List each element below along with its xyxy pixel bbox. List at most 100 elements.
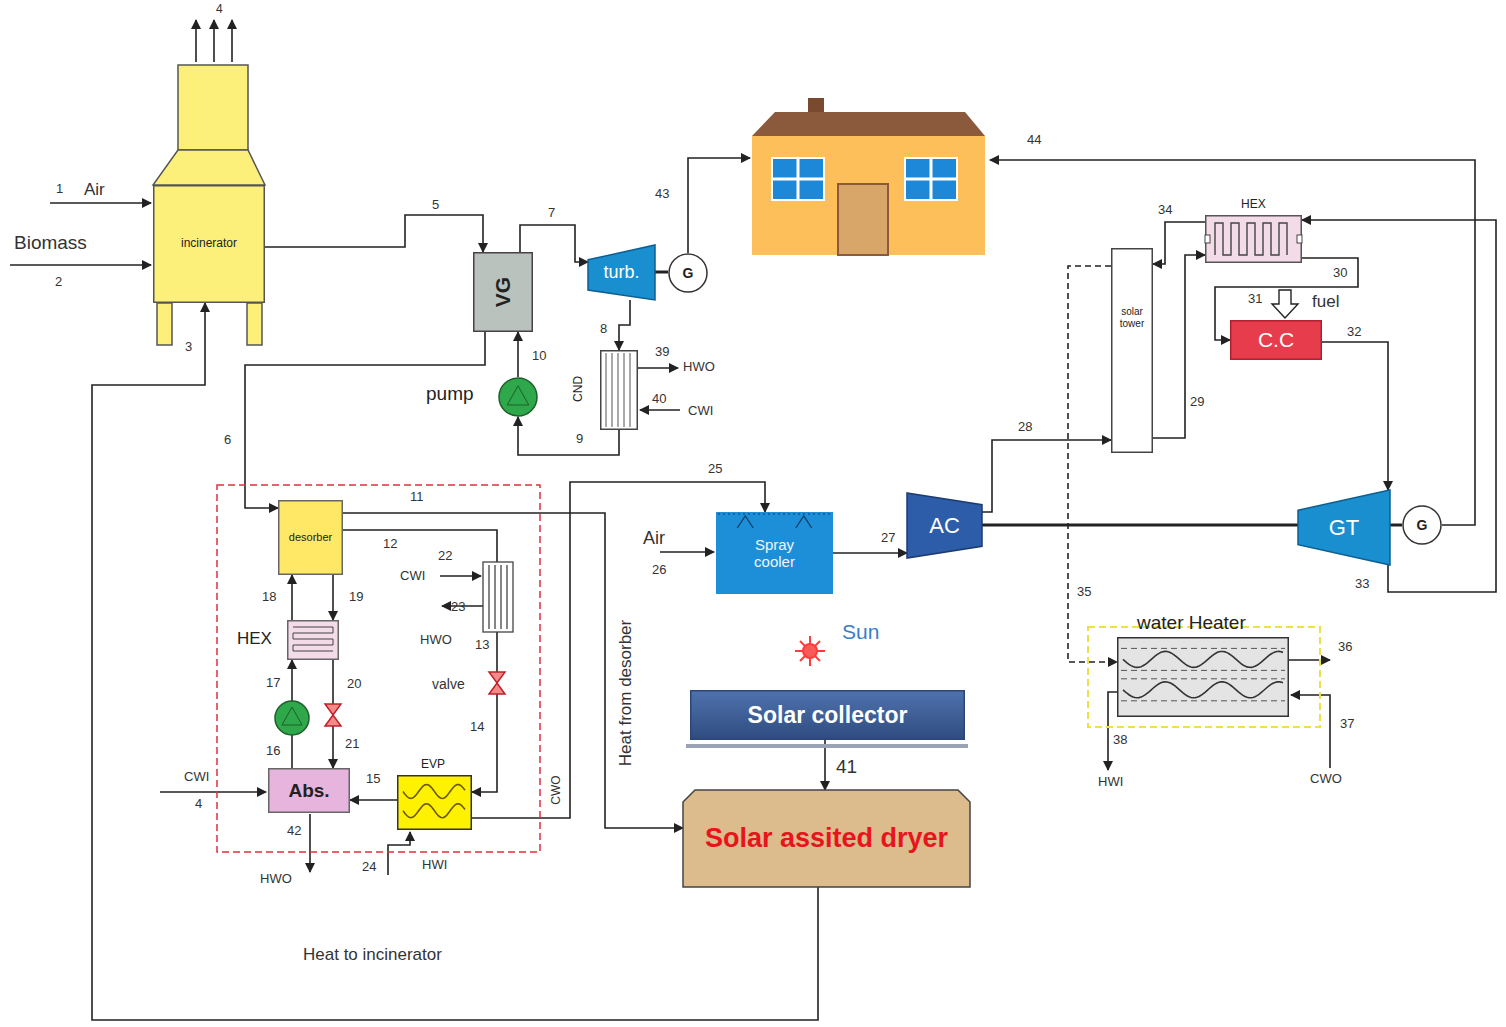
house-icon xyxy=(838,184,888,255)
absorption-chiller-boundary xyxy=(217,485,540,852)
condenser-shape xyxy=(601,351,638,430)
collector-rail xyxy=(686,744,968,748)
chiller-condenser xyxy=(500,565,501,629)
gas-turbine-shape xyxy=(1298,490,1390,565)
solar-tower-shape xyxy=(1112,249,1153,453)
stream-number: 10 xyxy=(532,349,546,364)
stream-number: 16 xyxy=(266,744,280,759)
flue-gas-arrows xyxy=(231,20,233,62)
stream-number: 15 xyxy=(366,772,380,787)
water-heater-shape xyxy=(1121,670,1285,671)
heat-exchanger: HEX xyxy=(1205,215,1302,263)
sun-icon xyxy=(803,644,817,658)
stream-number: 34 xyxy=(1158,203,1172,218)
heat-exchanger-shape xyxy=(287,620,339,660)
stream-arrow xyxy=(388,832,410,875)
incinerator-box-shape xyxy=(154,186,265,303)
component-label: EVP xyxy=(421,758,445,772)
stream-label: HWO xyxy=(260,872,292,887)
chiller-condenser xyxy=(488,565,489,629)
house-icon xyxy=(905,158,957,200)
component-name: Solar assited dryer xyxy=(705,823,948,854)
fuel-arrow xyxy=(1272,290,1298,318)
evaporator-shape xyxy=(403,785,465,799)
house-icon xyxy=(808,98,824,114)
incinerator-body xyxy=(157,303,172,345)
stream-arrow xyxy=(309,814,311,872)
stream-number: 2 xyxy=(55,275,62,290)
stream-arrow xyxy=(50,202,151,204)
incinerator-box: incinerator xyxy=(153,185,265,303)
sun-icon xyxy=(800,641,820,661)
generator: G xyxy=(1402,505,1442,545)
component-name: G xyxy=(1417,517,1428,533)
incinerator-body xyxy=(247,303,262,345)
edge-label: Heat from desorber xyxy=(616,620,636,766)
stream-arrow xyxy=(688,158,750,253)
house-icon xyxy=(752,136,985,255)
flow-connector xyxy=(332,575,334,620)
incinerator-body xyxy=(153,150,265,185)
pump-shape xyxy=(498,377,538,417)
incinerator-body xyxy=(153,65,265,345)
spray-cooler-shape xyxy=(796,516,812,528)
stream-arrow xyxy=(640,409,680,411)
stream-number: 27 xyxy=(881,531,895,546)
water-heater-shape xyxy=(1118,638,1289,717)
vapour-generator-shape xyxy=(474,253,533,332)
stream-number: 42 xyxy=(287,824,301,839)
stream-number: 30 xyxy=(1333,266,1347,281)
stream-number: 13 xyxy=(475,638,489,653)
stream-number: 43 xyxy=(655,187,669,202)
flow-connector xyxy=(1068,266,1117,662)
stream-number: 7 xyxy=(548,206,555,221)
evaporator-shape xyxy=(403,804,465,818)
incinerator-body xyxy=(178,65,248,150)
stream-number: 38 xyxy=(1113,733,1127,748)
chiller-condenser xyxy=(483,562,513,632)
solar-collector-shape xyxy=(691,691,965,740)
air-compressor-shape xyxy=(907,493,982,558)
water-heater-shape xyxy=(1121,700,1285,701)
flow-connector xyxy=(350,799,397,801)
water-heater-shape xyxy=(1123,682,1283,698)
flow-connector xyxy=(1153,222,1205,264)
stream-label: valve xyxy=(432,676,465,692)
sun-icon xyxy=(800,641,820,661)
stream-number: 24 xyxy=(362,860,376,875)
chiller-condenser xyxy=(483,562,513,632)
component-name: VG xyxy=(491,277,515,307)
flow-connector xyxy=(833,552,907,554)
component-name: Solar collector xyxy=(748,702,908,728)
component-label: HEX xyxy=(237,629,272,649)
water-heater-shape xyxy=(1117,637,1289,717)
generator-shape xyxy=(1403,506,1441,544)
sun-icon xyxy=(795,636,825,666)
stream-number: 21 xyxy=(345,737,359,752)
flow-connector xyxy=(517,332,519,377)
component-name: Spray cooler xyxy=(740,536,810,571)
stream-number: 44 xyxy=(1027,133,1041,148)
air-compressor: AC xyxy=(907,493,982,558)
stream-number: 4 xyxy=(195,797,202,812)
expansion-valve xyxy=(325,672,505,726)
component-label: pump xyxy=(426,383,474,405)
absorber-pump xyxy=(275,701,309,735)
stream-number: 28 xyxy=(1018,420,1032,435)
stream-arrow xyxy=(160,791,266,793)
stream-arrow xyxy=(638,367,678,369)
water-heater-shape xyxy=(1121,648,1285,649)
component-name: turb. xyxy=(603,262,639,283)
heat-exchanger-shape xyxy=(293,627,333,651)
flow-connector xyxy=(265,215,483,252)
flue-gas-arrows xyxy=(213,20,215,62)
flow-connector xyxy=(343,530,497,792)
heat-exchanger-shape xyxy=(1205,215,1302,263)
component-name: Abs. xyxy=(288,780,329,802)
condenser-shape xyxy=(606,353,607,427)
stream-label: Heat to incinerator xyxy=(303,945,442,965)
solar-dryer: Solar assited dryer xyxy=(683,790,970,887)
component-name: AC xyxy=(929,513,960,538)
